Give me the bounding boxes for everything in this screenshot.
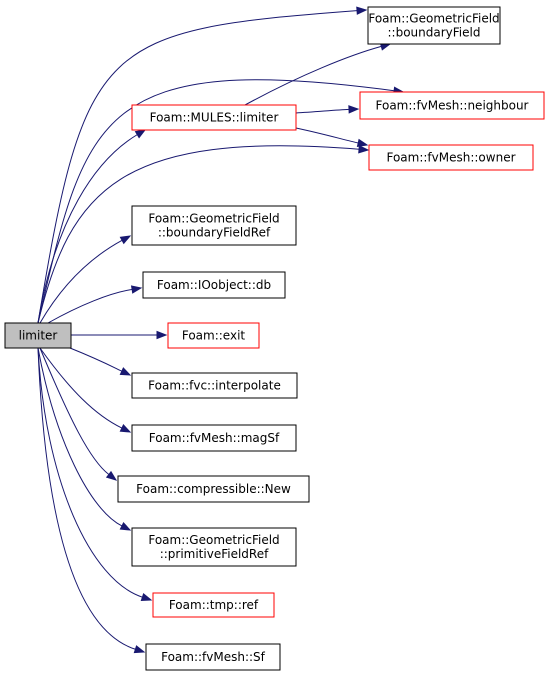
edge-limiter-to-geometricfield-primitivefieldref — [37, 347, 123, 527]
node-box-tmp-ref[interactable] — [152, 592, 275, 618]
node-label-mules-limiter-line-0: Foam::MULES::limiter — [150, 111, 279, 125]
edge-limiter-to-geometricfield-boundaryfieldref — [39, 239, 123, 324]
node-box-ioobject-db[interactable] — [142, 271, 286, 299]
edge-limiter-to-fvmesh-neighbour — [37, 79, 395, 324]
node-label-fvc-interpolate-line-0: Foam::fvc::interpolate — [148, 379, 281, 393]
arrowhead-mules-limiter-to-fvmesh-neighbour — [348, 105, 360, 114]
node-label-geometricfield-primitivefieldref-line-0: Foam::GeometricField — [148, 533, 279, 547]
arrowhead-limiter-to-exit — [156, 330, 168, 340]
node-tmp-ref[interactable]: Foam::tmp::ref — [152, 592, 275, 618]
edge-limiter-to-mules-limiter — [37, 134, 138, 324]
node-geometricfield-boundaryfield[interactable]: Foam::GeometricField::boundaryField — [367, 6, 501, 45]
node-label-exit-line-0: Foam::exit — [182, 329, 246, 343]
node-ioobject-db[interactable]: Foam::IOobject::db — [142, 271, 286, 299]
node-fvmesh-neighbour[interactable]: Foam::fvMesh::neighbour — [359, 91, 545, 120]
node-limiter[interactable]: limiter — [4, 322, 72, 349]
edge-limiter-to-fvmesh-sf — [37, 347, 136, 650]
arrowhead-limiter-to-geometricfield-boundaryfield — [356, 6, 368, 15]
edge-limiter-to-geometricfield-boundaryfield — [37, 10, 358, 324]
edge-limiter-to-fvc-interpolate — [69, 347, 123, 372]
node-label-compressible-new-line-0: Foam::compressible::New — [136, 482, 291, 496]
node-box-geometricfield-primitivefieldref[interactable] — [131, 527, 297, 567]
node-box-fvmesh-sf[interactable] — [145, 643, 281, 671]
node-box-fvmesh-magsf[interactable] — [131, 424, 297, 452]
node-label-tmp-ref-line-0: Foam::tmp::ref — [169, 598, 259, 612]
node-label-fvmesh-owner-line-0: Foam::fvMesh::owner — [386, 151, 515, 165]
node-box-exit[interactable] — [167, 322, 260, 349]
node-box-limiter[interactable] — [4, 322, 72, 349]
node-geometricfield-boundaryfieldref[interactable]: Foam::GeometricField::boundaryFieldRef — [131, 205, 297, 246]
node-box-geometricfield-boundaryfieldref[interactable] — [131, 205, 297, 246]
arrowhead-limiter-to-geometricfield-primitivefieldref — [119, 521, 132, 531]
edge-mules-limiter-to-fvmesh-neighbour — [295, 108, 350, 114]
arrowhead-limiter-to-fvc-interpolate — [119, 367, 132, 376]
arrowhead-limiter-to-ioobject-db — [130, 285, 143, 294]
edge-limiter-to-ioobject-db — [47, 288, 133, 324]
node-label-ioobject-db-line-0: Foam::IOobject::db — [157, 278, 271, 292]
edge-mules-limiter-to-geometricfield-boundaryfield — [244, 45, 382, 106]
node-fvmesh-owner[interactable]: Foam::fvMesh::owner — [368, 144, 534, 171]
node-mules-limiter[interactable]: Foam::MULES::limiter — [131, 104, 297, 131]
arrowhead-limiter-to-compressible-new — [105, 470, 118, 481]
node-box-fvc-interpolate[interactable] — [131, 372, 298, 399]
node-box-compressible-new[interactable] — [117, 475, 310, 503]
node-label-fvmesh-neighbour-line-0: Foam::fvMesh::neighbour — [376, 99, 529, 113]
edge-limiter-to-fvmesh-magsf — [39, 347, 123, 429]
arrowhead-limiter-to-mules-limiter — [134, 129, 147, 139]
edge-limiter-to-fvmesh-owner — [37, 145, 360, 324]
node-fvc-interpolate[interactable]: Foam::fvc::interpolate — [131, 372, 298, 399]
nodes-layer: limiterFoam::MULES::limiterFoam::Geometr… — [4, 6, 545, 671]
node-box-fvmesh-owner[interactable] — [368, 144, 534, 171]
node-label-fvmesh-magsf-line-0: Foam::fvMesh::magSf — [149, 431, 280, 445]
node-box-fvmesh-neighbour[interactable] — [359, 91, 545, 120]
edge-mules-limiter-to-fvmesh-owner — [295, 127, 359, 144]
node-label-geometricfield-boundaryfieldref-line-1: ::boundaryFieldRef — [158, 226, 271, 240]
node-label-limiter-line-0: limiter — [19, 329, 58, 343]
node-geometricfield-primitivefieldref[interactable]: Foam::GeometricField::primitiveFieldRef — [131, 527, 297, 567]
node-label-geometricfield-primitivefieldref-line-1: ::primitiveFieldRef — [160, 547, 269, 561]
edge-limiter-to-compressible-new — [39, 347, 110, 475]
node-box-mules-limiter[interactable] — [131, 104, 297, 131]
arrowhead-limiter-to-fvmesh-owner — [358, 145, 370, 154]
node-exit[interactable]: Foam::exit — [167, 322, 260, 349]
arrowhead-limiter-to-tmp-ref — [140, 593, 153, 602]
node-compressible-new[interactable]: Foam::compressible::New — [117, 475, 310, 503]
arrowhead-mules-limiter-to-fvmesh-owner — [356, 138, 369, 148]
arrowhead-limiter-to-geometricfield-boundaryfieldref — [119, 235, 132, 245]
arrowhead-limiter-to-fvmesh-magsf — [119, 424, 132, 433]
node-label-fvmesh-sf-line-0: Foam::fvMesh::Sf — [161, 650, 266, 664]
node-label-geometricfield-boundaryfield-line-1: ::boundaryField — [388, 26, 481, 40]
node-fvmesh-magsf[interactable]: Foam::fvMesh::magSf — [131, 424, 297, 452]
node-fvmesh-sf[interactable]: Foam::fvMesh::Sf — [145, 643, 281, 671]
arrowhead-limiter-to-fvmesh-sf — [133, 645, 146, 654]
node-label-geometricfield-boundaryfieldref-line-0: Foam::GeometricField — [148, 212, 279, 226]
node-label-geometricfield-boundaryfield-line-0: Foam::GeometricField — [368, 12, 499, 26]
node-box-geometricfield-boundaryfield[interactable] — [367, 6, 501, 45]
edge-limiter-to-tmp-ref — [37, 347, 143, 598]
